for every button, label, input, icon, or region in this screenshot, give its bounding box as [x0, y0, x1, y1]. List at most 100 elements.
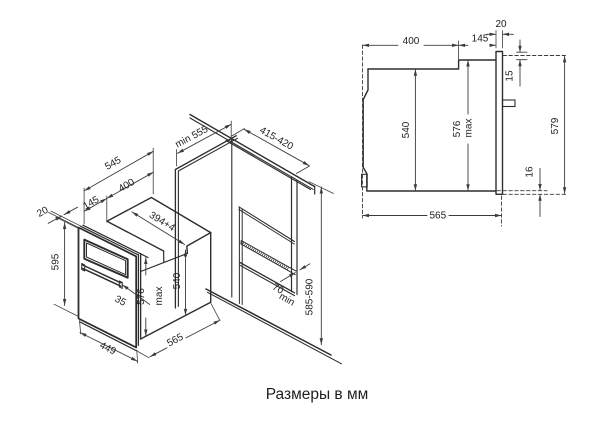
body-front-top-edge	[82, 224, 149, 259]
arrowhead	[466, 60, 470, 67]
arrowhead	[495, 213, 502, 218]
arrowhead	[562, 187, 567, 194]
handle-endcap	[81, 263, 86, 272]
arrowhead	[562, 55, 567, 63]
arrowhead	[64, 210, 71, 215]
arrowhead	[452, 43, 459, 47]
back-panel-top-edge	[238, 208, 295, 245]
left-panel-top-edge	[174, 135, 237, 171]
arrowhead	[62, 222, 67, 229]
arrowhead	[149, 352, 157, 357]
top-step-edge	[106, 220, 165, 252]
ext-line	[48, 211, 79, 228]
door-window-inner	[86, 242, 127, 276]
dim-label-16: 16	[525, 166, 536, 178]
ext-line	[295, 165, 310, 174]
arrowhead	[302, 161, 310, 166]
arrowhead	[100, 198, 107, 204]
arrowhead	[538, 184, 542, 191]
arrowhead	[489, 43, 496, 47]
arrowhead	[183, 308, 188, 316]
back-panel-top-edge	[238, 206, 295, 242]
arrowhead	[144, 257, 148, 264]
dim-label-145: 145	[472, 34, 489, 45]
handle-endcap	[118, 280, 123, 289]
ext-line	[231, 128, 245, 137]
arrowhead	[518, 45, 522, 53]
ext-line	[50, 210, 82, 227]
arrowhead	[502, 32, 509, 36]
caption: Размеры в мм	[266, 386, 369, 403]
dim-label-400: 400	[403, 36, 420, 47]
arrowhead	[84, 186, 91, 191]
worktop-edge	[189, 113, 316, 188]
vent-slot-hatching	[240, 240, 290, 271]
arrowhead	[244, 129, 251, 134]
arrowhead	[288, 272, 296, 278]
arrowhead	[224, 124, 232, 129]
arrowhead	[362, 213, 369, 218]
dim-label-min-555: min 555	[174, 124, 211, 151]
arrowhead	[177, 148, 184, 154]
oven-top-step	[367, 59, 497, 70]
door-bottom-edge	[79, 321, 137, 352]
door-handle	[81, 267, 122, 287]
arrowhead	[319, 338, 323, 345]
arrowhead	[458, 43, 466, 47]
ext-line	[210, 303, 221, 321]
arrowhead	[489, 32, 496, 36]
dim-label-35: 35	[113, 294, 128, 309]
dim-label-565: 565	[165, 332, 185, 350]
dim-label-595: 595	[51, 253, 62, 270]
dim-label-400: 400	[117, 177, 137, 195]
dim-label-540: 540	[401, 121, 412, 138]
arrowhead	[106, 193, 114, 199]
dim-label-415-420: 415-420	[258, 125, 296, 153]
ext-line	[136, 350, 150, 359]
oven-door-outline	[77, 226, 138, 349]
arrowhead	[538, 194, 542, 201]
shelf-front-edge	[239, 261, 296, 294]
shelf-front-edge	[239, 264, 296, 297]
arrowhead	[131, 211, 139, 217]
arrowhead	[178, 239, 185, 245]
arrowhead	[413, 69, 418, 76]
dim-label-449: 449	[98, 340, 118, 358]
arrowhead	[147, 151, 154, 156]
dim-label-20: 20	[35, 205, 50, 220]
arrowhead	[130, 356, 138, 362]
door-window-outer	[83, 238, 129, 279]
door-handle	[81, 264, 122, 284]
body-top-face	[106, 196, 212, 234]
arrowhead	[84, 206, 91, 212]
arrowhead	[518, 59, 522, 67]
dim-label-15: 15	[505, 70, 516, 82]
arrowhead	[299, 265, 307, 270]
niche-top-inner-edge	[225, 139, 312, 191]
arrowhead	[80, 332, 87, 337]
arrowhead	[213, 320, 220, 325]
worktop-edge	[189, 117, 314, 190]
door-panel	[495, 50, 504, 195]
dim-label-540: 540	[172, 272, 183, 289]
dim-label-585-590: 585-590	[305, 278, 316, 315]
ext-line	[55, 216, 79, 229]
dim-line	[177, 123, 232, 154]
arrowhead	[147, 172, 154, 177]
dim-label-565: 565	[429, 211, 446, 222]
arrowhead	[362, 43, 369, 47]
rear-foot	[361, 173, 368, 188]
dim-line	[83, 150, 154, 192]
body-bottom-edge	[139, 301, 212, 340]
arrowhead	[466, 184, 470, 191]
dim-line	[131, 211, 186, 245]
arrowhead	[62, 299, 67, 306]
dim-line	[79, 332, 138, 362]
top-right-edge	[186, 231, 212, 255]
dim-label-576: 576	[452, 120, 463, 137]
dim-label-min: min	[277, 291, 296, 308]
